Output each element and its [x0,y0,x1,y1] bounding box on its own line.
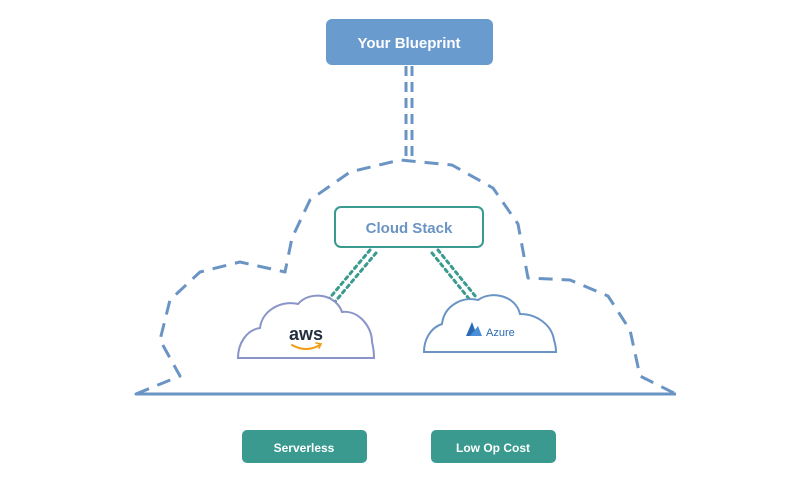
azure-cloud: Azure [422,294,558,353]
your-blueprint-box: Your Blueprint [326,19,493,65]
blueprint-connector [404,66,414,160]
tag-low-op-cost-label: Low Op Cost [456,441,530,455]
azure-logo-icon [466,322,482,336]
tag-low-op-cost: Low Op Cost [431,430,556,463]
tag-serverless: Serverless [242,430,367,463]
azure-link [430,248,478,302]
cloud-stack-box: Cloud Stack [334,206,484,248]
aws-cloud: aws [236,294,376,359]
tag-serverless-label: Serverless [274,441,335,455]
cloud-stack-label: Cloud Stack [366,220,453,237]
your-blueprint-label: Your Blueprint [357,35,460,52]
aws-link [326,248,378,305]
aws-logo-icon: aws [289,324,323,344]
aws-smile-icon [291,344,321,350]
big-cloud-outline [134,158,678,396]
azure-label: Azure [486,327,515,339]
